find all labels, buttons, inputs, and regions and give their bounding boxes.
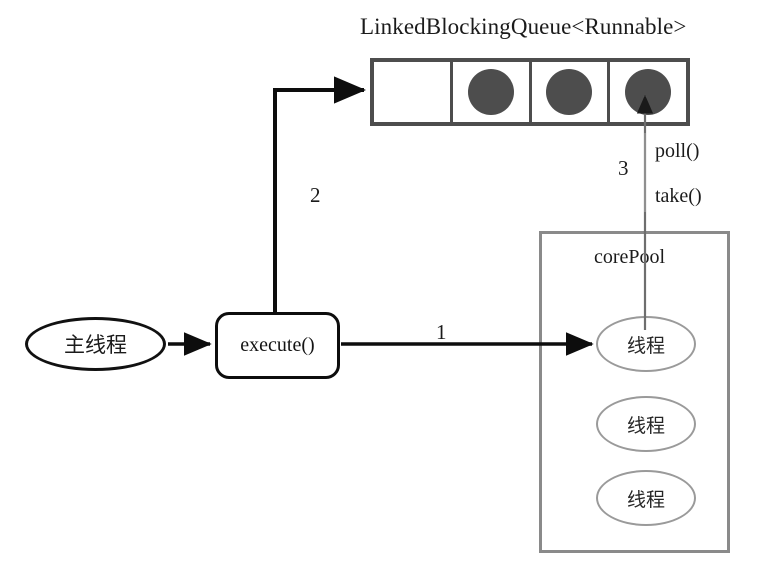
blocking-queue	[370, 58, 690, 126]
main-thread-node: 主线程	[25, 317, 166, 371]
poll-method-label: poll()	[655, 140, 700, 162]
queue-cell-task-1	[453, 62, 532, 122]
take-method-label: take()	[655, 185, 702, 207]
edge-label-2: 2	[310, 183, 321, 207]
core-pool-thread-3: 线程	[596, 470, 696, 526]
task-dot-icon	[625, 69, 672, 115]
execute-node: execute()	[215, 312, 340, 379]
edge-label-3: 3	[618, 156, 629, 180]
task-dot-icon	[546, 69, 593, 115]
core-pool-label: corePool	[594, 246, 666, 268]
queue-cell-task-2	[532, 62, 611, 122]
core-pool-thread-1: 线程	[596, 316, 696, 372]
core-pool-thread-2: 线程	[596, 396, 696, 452]
task-dot-icon	[467, 69, 514, 115]
edge-label-1: 1	[436, 320, 447, 344]
queue-cell-task-3	[610, 62, 686, 122]
queue-cell-empty	[374, 62, 453, 122]
queue-title: LinkedBlockingQueue<Runnable>	[360, 14, 687, 39]
